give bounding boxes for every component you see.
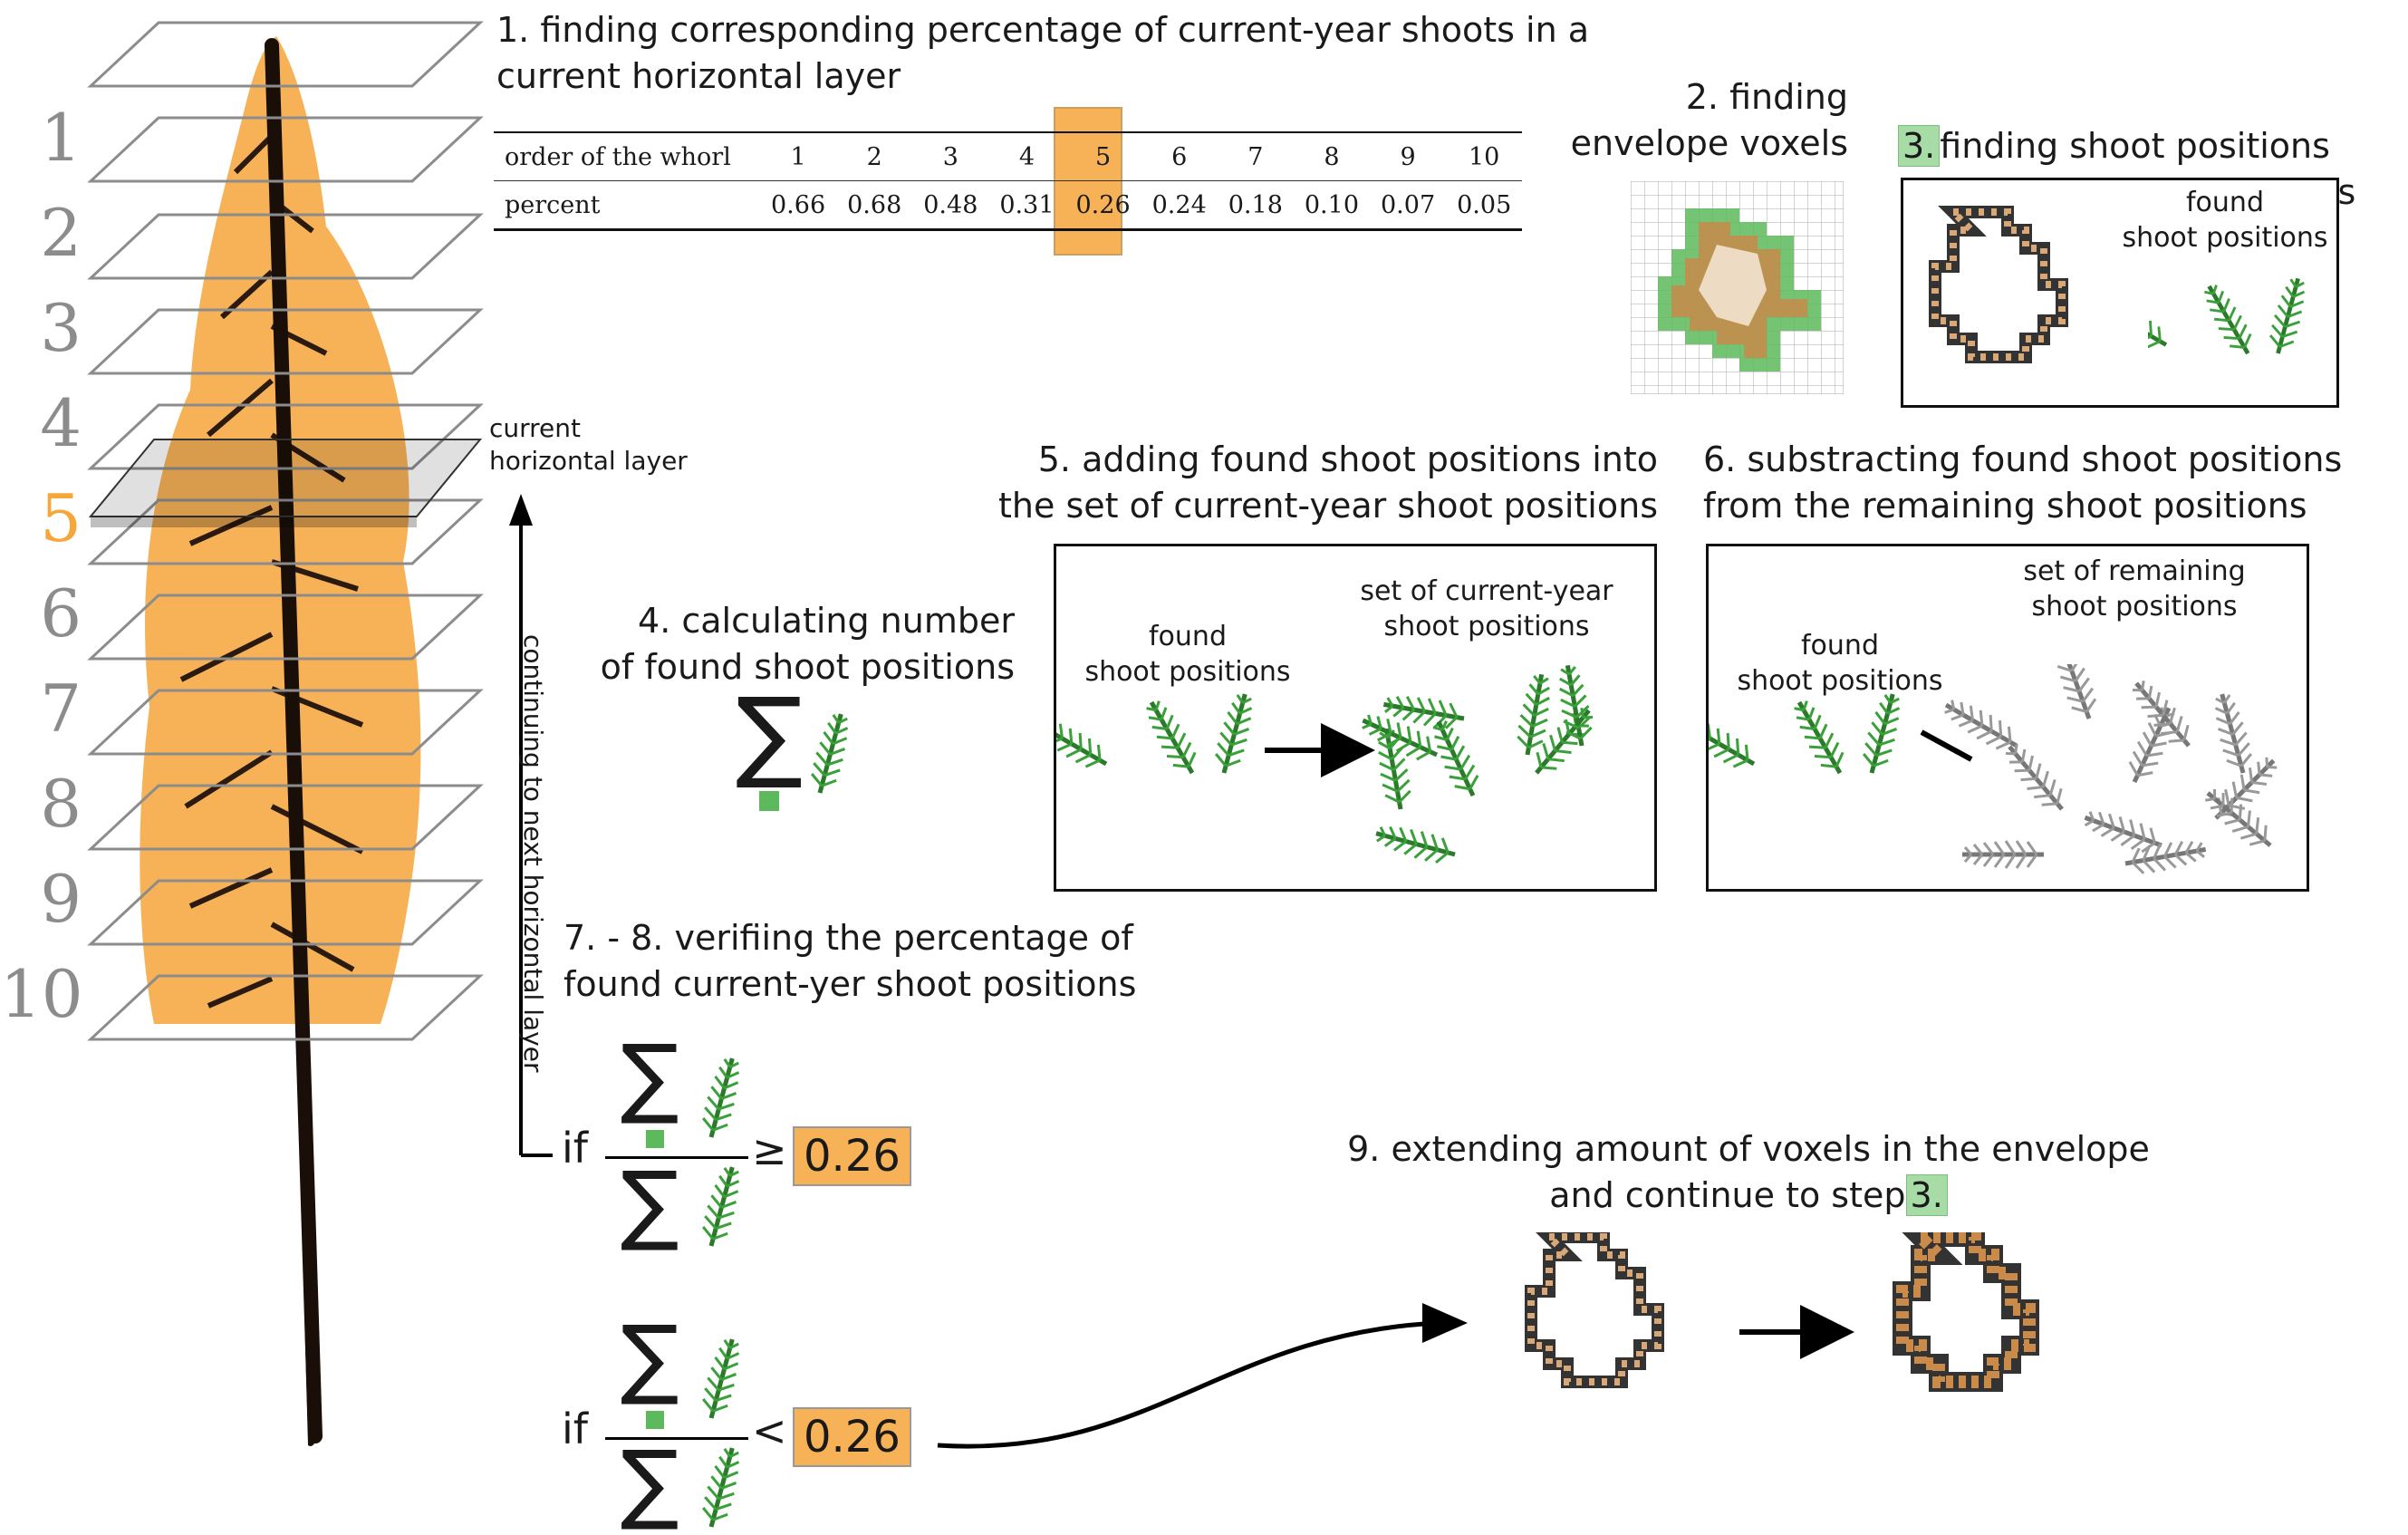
layer-number: 1 [40, 100, 82, 176]
step5-found-label: found shoot positions [1084, 621, 1291, 688]
sigma-symbol: ∑ [621, 1026, 679, 1127]
voxel-outline-small [1929, 206, 2068, 363]
step4-title: 4. calculating number of found shoot pos… [600, 601, 1015, 687]
step2-title: 2. finding envelope voxels [1570, 77, 1848, 163]
table-cell: 0.10 [1304, 190, 1359, 219]
if-label: if [562, 1124, 588, 1173]
layer-number: 3 [40, 290, 82, 366]
layer-number: 8 [40, 766, 82, 842]
table-cell: 0.48 [923, 190, 978, 219]
found-shoots-icon [2148, 257, 2329, 393]
step5-box: found shoot positions set of current-yea… [1054, 544, 1657, 892]
table-cell: 2 [866, 142, 882, 171]
voxel-icon [646, 1130, 664, 1148]
table-cell: 9 [1400, 142, 1416, 171]
table-cell: 1 [790, 142, 806, 171]
step6-box: found shoot positions set of remaining s… [1706, 544, 2309, 892]
layer-number: 7 [40, 671, 82, 747]
shoot-icon [689, 1323, 743, 1423]
fraction-bar [605, 1156, 748, 1159]
fraction-bar [605, 1437, 748, 1440]
next-layer-arrow [509, 494, 553, 1157]
layer-number: 4 [40, 385, 82, 461]
table-cell: 6 [1171, 142, 1188, 171]
table-cell: 0.24 [1151, 190, 1207, 219]
step3-box: found shoot positions [1901, 178, 2339, 408]
layer-number: 2 [40, 195, 82, 271]
shoot-icon [797, 698, 852, 797]
current-layer-slab [88, 439, 483, 527]
shoot-icon [689, 1432, 743, 1531]
table-cell: 4 [1018, 142, 1035, 171]
layer-planes [87, 21, 484, 1041]
table-cell: 0.31 [999, 190, 1055, 219]
step9-title-wrap: 9. extending amount of voxels in the env… [1268, 1080, 2229, 1219]
continue-arrow [937, 1303, 1468, 1449]
step1-title: 1. finding corresponding percentage of c… [496, 10, 1590, 96]
sigma-symbol: ∑ [736, 676, 804, 792]
table-cell: 3 [942, 142, 958, 171]
shoot-icon [689, 1042, 743, 1142]
sigma-symbol: ∑ [621, 1153, 679, 1254]
sigma-symbol: ∑ [621, 1432, 679, 1533]
table-row: percent 0.66 0.68 0.48 0.31 0.26 0.24 0.… [494, 181, 1522, 230]
step6-remaining-label: set of remaining shoot positions [2023, 555, 2246, 623]
table-cell-highlight: 5 [1094, 142, 1112, 171]
step5-shoots [1056, 664, 1654, 882]
lt-sign: < [752, 1406, 787, 1455]
shoot-icon [689, 1151, 743, 1250]
row-header: percent [505, 190, 601, 219]
step6-found-label: found shoot positions [1737, 630, 1943, 697]
table-cell: 0.05 [1457, 190, 1512, 219]
tree-figure [87, 21, 484, 1446]
table-row: order of the whorl 1 2 3 4 5 6 7 8 9 10 [494, 132, 1523, 181]
table-cell: 0.68 [847, 190, 902, 219]
if-label: if [562, 1405, 588, 1453]
step3-number-badge: 3. [1898, 125, 1941, 167]
ge-sign: ≥ [752, 1125, 787, 1174]
row-header: order of the whorl [505, 142, 731, 171]
voxel-icon [759, 791, 779, 811]
table-cell: 10 [1469, 142, 1500, 171]
table-cell: 0.07 [1381, 190, 1436, 219]
threshold-value: 0.26 [793, 1407, 911, 1467]
voxel-icon [646, 1411, 664, 1429]
step78-title: 7. - 8. verifiing the percentage of foun… [563, 918, 1137, 1004]
whorl-table: order of the whorl 1 2 3 4 5 6 7 8 9 10 … [494, 131, 1523, 231]
table-cell: 0.18 [1228, 190, 1283, 219]
step9-title: 9. extending amount of voxels in the env… [1347, 1129, 2150, 1215]
layer-number-current: 5 [40, 480, 82, 556]
step5-title: 5. adding found shoot positions into the… [998, 439, 1658, 526]
threshold-value: 0.26 [793, 1126, 911, 1186]
sigma-symbol: ∑ [621, 1307, 679, 1408]
step5-set-label: set of current-year shoot positions [1360, 575, 1613, 642]
layer-number: 10 [0, 956, 83, 1032]
arrow-label: continuing to next horizontal layer [518, 634, 548, 1073]
step3-found-label: found shoot positions [2122, 187, 2328, 254]
step9-number-badge: 3. [1905, 1174, 1948, 1216]
remaining-shoots [1940, 664, 2284, 877]
layer-number: 6 [40, 575, 82, 652]
step6-shoots [1709, 664, 2307, 886]
table-cell-highlight: 0.26 [1075, 190, 1131, 219]
layer-number: 9 [40, 861, 82, 937]
table-cell: 8 [1324, 142, 1340, 171]
table-cell: 0.66 [771, 190, 826, 219]
table-cell: 7 [1247, 142, 1264, 171]
step6-title: 6. substracting found shoot positions fr… [1703, 439, 2343, 526]
envelope-voxels-grid [1631, 181, 1844, 394]
voxel-extension-figure [1525, 1232, 2039, 1392]
minus-sign [1920, 729, 1973, 762]
current-layer-label: current horizontal layer [489, 413, 688, 476]
